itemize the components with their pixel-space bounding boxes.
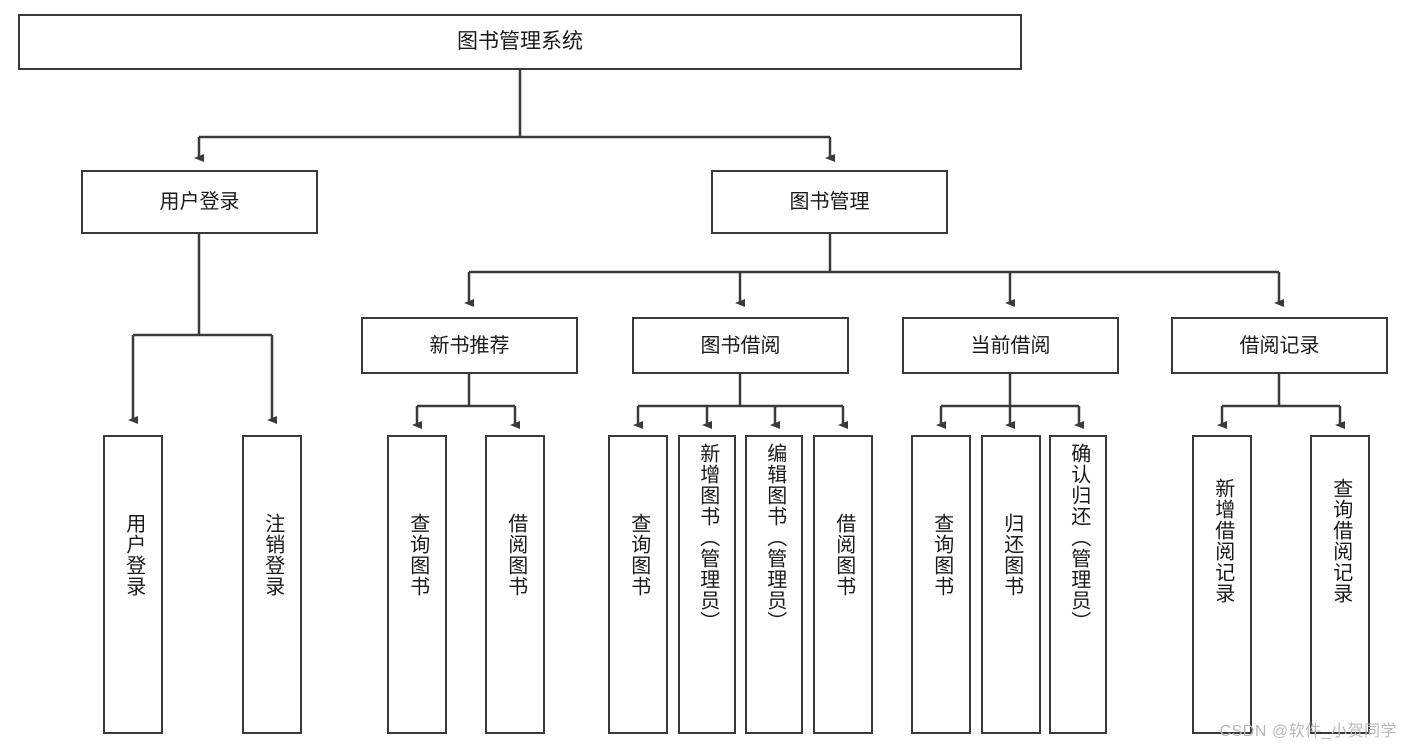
node-label: 图书管理 xyxy=(789,191,870,213)
node-label: 当前借阅 xyxy=(970,334,1051,357)
node-label: 借阅图书 xyxy=(504,513,527,597)
leaf-user-login[interactable]: 用户登录 xyxy=(103,435,163,734)
node-label: 归还图书 xyxy=(1000,513,1023,597)
node-label: 编辑图书（管理员） xyxy=(763,443,786,632)
node-current-borrow[interactable]: 当前借阅 xyxy=(902,317,1119,374)
node-book-borrow[interactable]: 图书借阅 xyxy=(632,317,849,374)
node-label: 借阅图书 xyxy=(832,513,855,597)
node-book-manage[interactable]: 图书管理 xyxy=(711,170,948,234)
node-root-system[interactable]: 图书管理系统 xyxy=(18,14,1022,70)
node-label: 用户登录 xyxy=(122,513,145,597)
watermark-csdn: CSDN @软件_小贺同学 xyxy=(1219,723,1397,740)
leaf-add-book[interactable]: 新增图书（管理员） xyxy=(678,435,736,734)
node-label: 查询图书 xyxy=(406,513,429,597)
node-user-login[interactable]: 用户登录 xyxy=(81,170,318,234)
leaf-edit-book[interactable]: 编辑图书（管理员） xyxy=(745,435,803,734)
node-new-book-recommend[interactable]: 新书推荐 xyxy=(361,317,578,374)
node-label: 图书借阅 xyxy=(700,334,781,357)
node-label: 确认归还（管理员） xyxy=(1067,443,1090,632)
node-label: 查询图书 xyxy=(627,513,650,597)
leaf-borrow-book-1[interactable]: 借阅图书 xyxy=(485,435,545,734)
leaf-borrow-book-2[interactable]: 借阅图书 xyxy=(813,435,873,734)
node-label: 查询图书 xyxy=(930,513,953,597)
node-label: 图书管理系统 xyxy=(457,30,583,54)
node-label: 查询借阅记录 xyxy=(1329,478,1352,604)
leaf-confirm-return[interactable]: 确认归还（管理员） xyxy=(1049,435,1107,734)
node-label: 注销登录 xyxy=(261,513,284,597)
leaf-query-book-1[interactable]: 查询图书 xyxy=(387,435,447,734)
node-label: 新增借阅记录 xyxy=(1211,478,1234,604)
leaf-return-book[interactable]: 归还图书 xyxy=(981,435,1041,734)
leaf-query-record[interactable]: 查询借阅记录 xyxy=(1310,435,1370,734)
leaf-query-book-3[interactable]: 查询图书 xyxy=(911,435,971,734)
node-label: 借阅记录 xyxy=(1239,334,1320,357)
node-label: 用户登录 xyxy=(159,191,240,213)
leaf-add-record[interactable]: 新增借阅记录 xyxy=(1192,435,1252,734)
node-borrow-record[interactable]: 借阅记录 xyxy=(1171,317,1388,374)
node-label: 新书推荐 xyxy=(429,334,510,357)
leaf-query-book-2[interactable]: 查询图书 xyxy=(608,435,668,734)
leaf-logout[interactable]: 注销登录 xyxy=(242,435,302,734)
node-label: 新增图书（管理员） xyxy=(696,443,719,632)
